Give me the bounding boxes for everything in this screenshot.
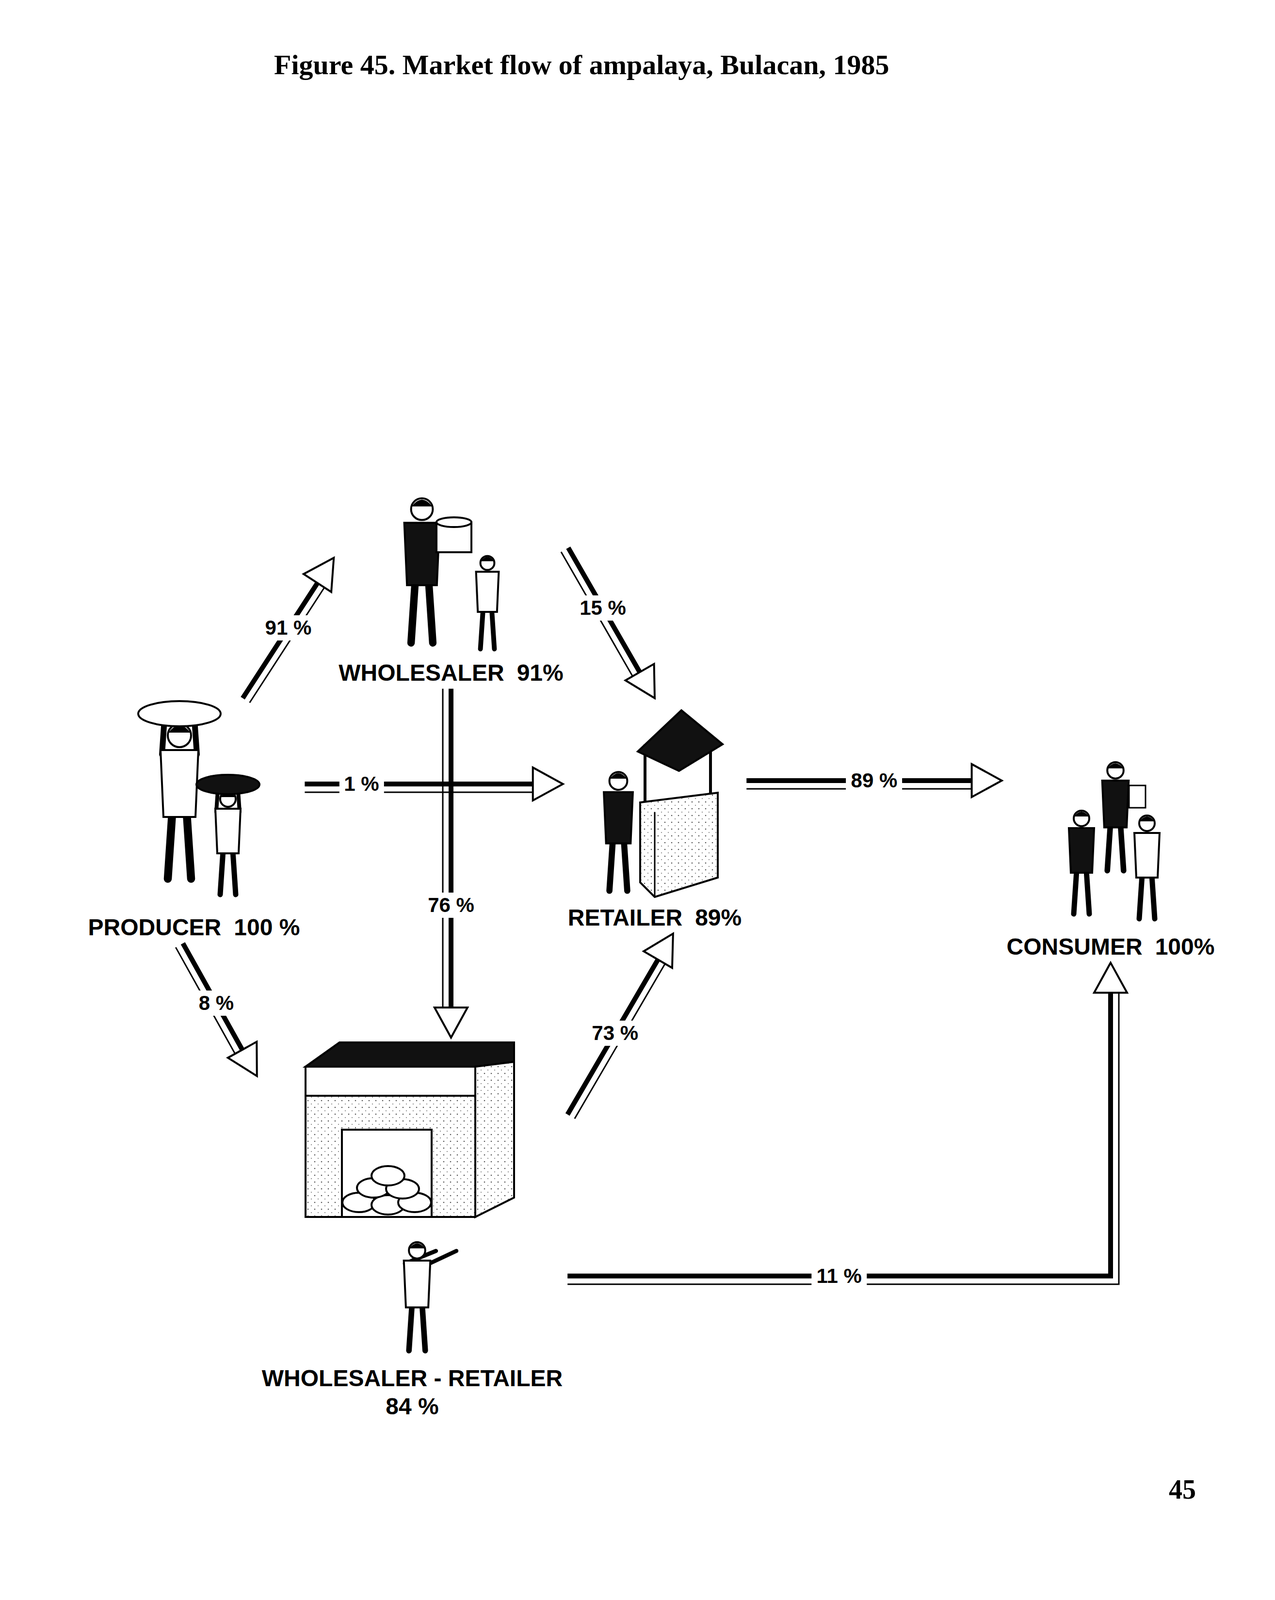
actor-label: CONSUMER (1006, 933, 1143, 962)
arrow-head (532, 767, 564, 801)
arrow-shaft (182, 943, 243, 1051)
actor-illustration (111, 698, 277, 912)
flow-share: 11 % (811, 1263, 867, 1290)
actor-label: 100% (1155, 933, 1215, 962)
flow-arrow (242, 557, 334, 703)
page-number: 45 (1168, 1474, 1196, 1506)
market-actor: WHOLESALER - RETAILER84 % (257, 1037, 568, 1423)
flow-arrow (561, 548, 655, 699)
arrow-shaft (567, 993, 1111, 1277)
arrow-head (643, 934, 674, 969)
actor-label: RETAILER (567, 903, 683, 933)
actor-label: 89% (694, 903, 742, 933)
arrow-shaft-outline (567, 993, 1119, 1285)
market-actor: CONSUMER 100% (1001, 756, 1220, 964)
arrow-head (303, 557, 334, 593)
actor-label: 100 % (233, 913, 300, 942)
actor-illustration (363, 487, 539, 658)
actor-label: PRODUCER (88, 913, 222, 942)
flow-arrow (567, 934, 674, 1120)
flow-share: 76 % (422, 892, 480, 919)
flow-arrow (175, 943, 257, 1077)
arrow-head (434, 1007, 468, 1038)
actor-label: WHOLESALER (338, 659, 504, 688)
arrow-head (1094, 963, 1128, 994)
actor-illustration (581, 698, 728, 903)
actor-label: WHOLESALER - RETAILER (261, 1364, 563, 1393)
arrow-shaft-outline (561, 551, 633, 677)
arrow-shaft-outline (249, 587, 325, 704)
flow-share: 1 % (338, 771, 384, 797)
actor-illustration (1047, 756, 1174, 932)
arrow-head (625, 663, 655, 699)
flow-arrow (567, 963, 1128, 1285)
flow-arrow (304, 767, 563, 801)
actor-label: 91% (516, 659, 564, 688)
arrow-shaft (568, 548, 640, 673)
flow-share: 8 % (193, 990, 239, 1017)
figure-title: Figure 45. Market flow of ampalaya, Bula… (274, 48, 889, 81)
arrow-shaft-outline (442, 689, 444, 1008)
actor-illustration (286, 1037, 539, 1363)
flow-share: 73 % (586, 1020, 644, 1047)
label-row: WHOLESALER 91% (333, 657, 568, 690)
market-actor: WHOLESALER 91% (333, 487, 568, 690)
arrow-head (227, 1042, 258, 1077)
flow-arrow (434, 689, 468, 1038)
arrow-shaft (448, 689, 454, 1008)
arrow-shaft (242, 582, 318, 699)
actor-label: 84 % (261, 1392, 563, 1421)
label-row: RETAILER 89% (563, 902, 747, 935)
flow-share: 15 % (574, 595, 631, 621)
label-row: CONSUMER 100% (1001, 931, 1220, 964)
flow-arrow (746, 764, 1002, 798)
market-actor: PRODUCER 100 % (83, 698, 306, 944)
label-row: WHOLESALER - RETAILER84 % (257, 1362, 568, 1423)
label-row: PRODUCER 100 % (83, 911, 306, 944)
flow-share: 91 % (260, 615, 317, 641)
arrow-shaft-outline (574, 964, 665, 1119)
flow-share: 89 % (846, 768, 903, 794)
arrow-head (971, 764, 1002, 798)
arrow-shaft (567, 959, 658, 1115)
market-actor: RETAILER 89% (563, 698, 747, 935)
